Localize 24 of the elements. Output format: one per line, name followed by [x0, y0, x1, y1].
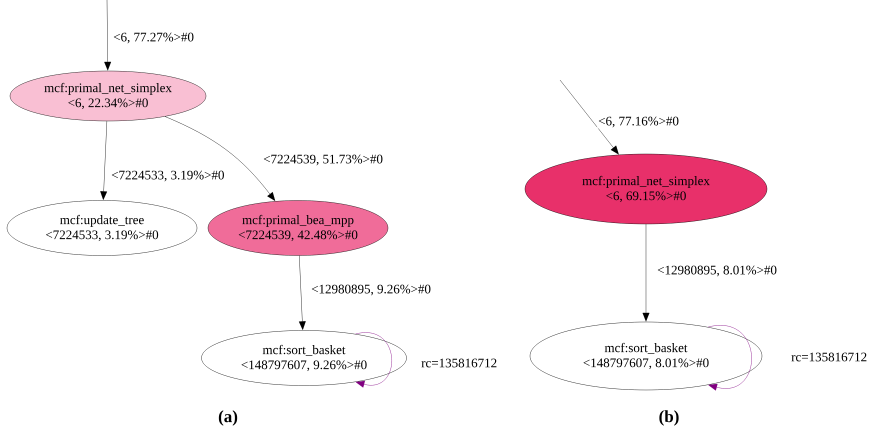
panel-label: (a)	[218, 410, 238, 426]
arrow	[355, 332, 392, 388]
ellipse-node: mcf:update_tree <7224533, 3.19%>#0	[6, 200, 198, 256]
edge-label: <12980895, 8.01%>#0	[656, 264, 778, 278]
ellipse-node: mcf:sort_basket <148797607, 8.01%>#0	[530, 322, 762, 390]
panel-label: (b)	[659, 410, 679, 426]
ellipse-node: mcf:sort_basket <148797607, 9.26%>#0	[201, 330, 407, 386]
edge-label: <7224539, 51.73%>#0	[262, 154, 384, 166]
edge-label: <12980895, 9.26%>#0	[310, 284, 432, 296]
arrow	[104, 0, 112, 70]
edge-label: <7224533, 3.19%>#0	[110, 170, 226, 182]
arrow	[708, 325, 752, 391]
edge-label: rc=135816712	[420, 358, 498, 368]
arrow	[642, 224, 650, 322]
edge-label: <6, 77.16%>#0	[597, 116, 680, 128]
edge-label: rc=135816712	[790, 352, 868, 362]
arrow	[298, 256, 306, 330]
ellipse-node: mcf:primal_bea_mpp <7224539, 42.48%>#0	[208, 200, 388, 256]
arrow	[560, 80, 619, 154]
arrow	[100, 121, 108, 200]
arrow	[164, 116, 276, 201]
edge-label: <6, 77.27%>#0	[112, 32, 195, 44]
ellipse-node: mcf:primal_net_simplex <6, 69.15%>#0	[524, 154, 768, 224]
ellipse-node: mcf:primal_net_simplex <6, 22.34%>#0	[10, 70, 206, 122]
